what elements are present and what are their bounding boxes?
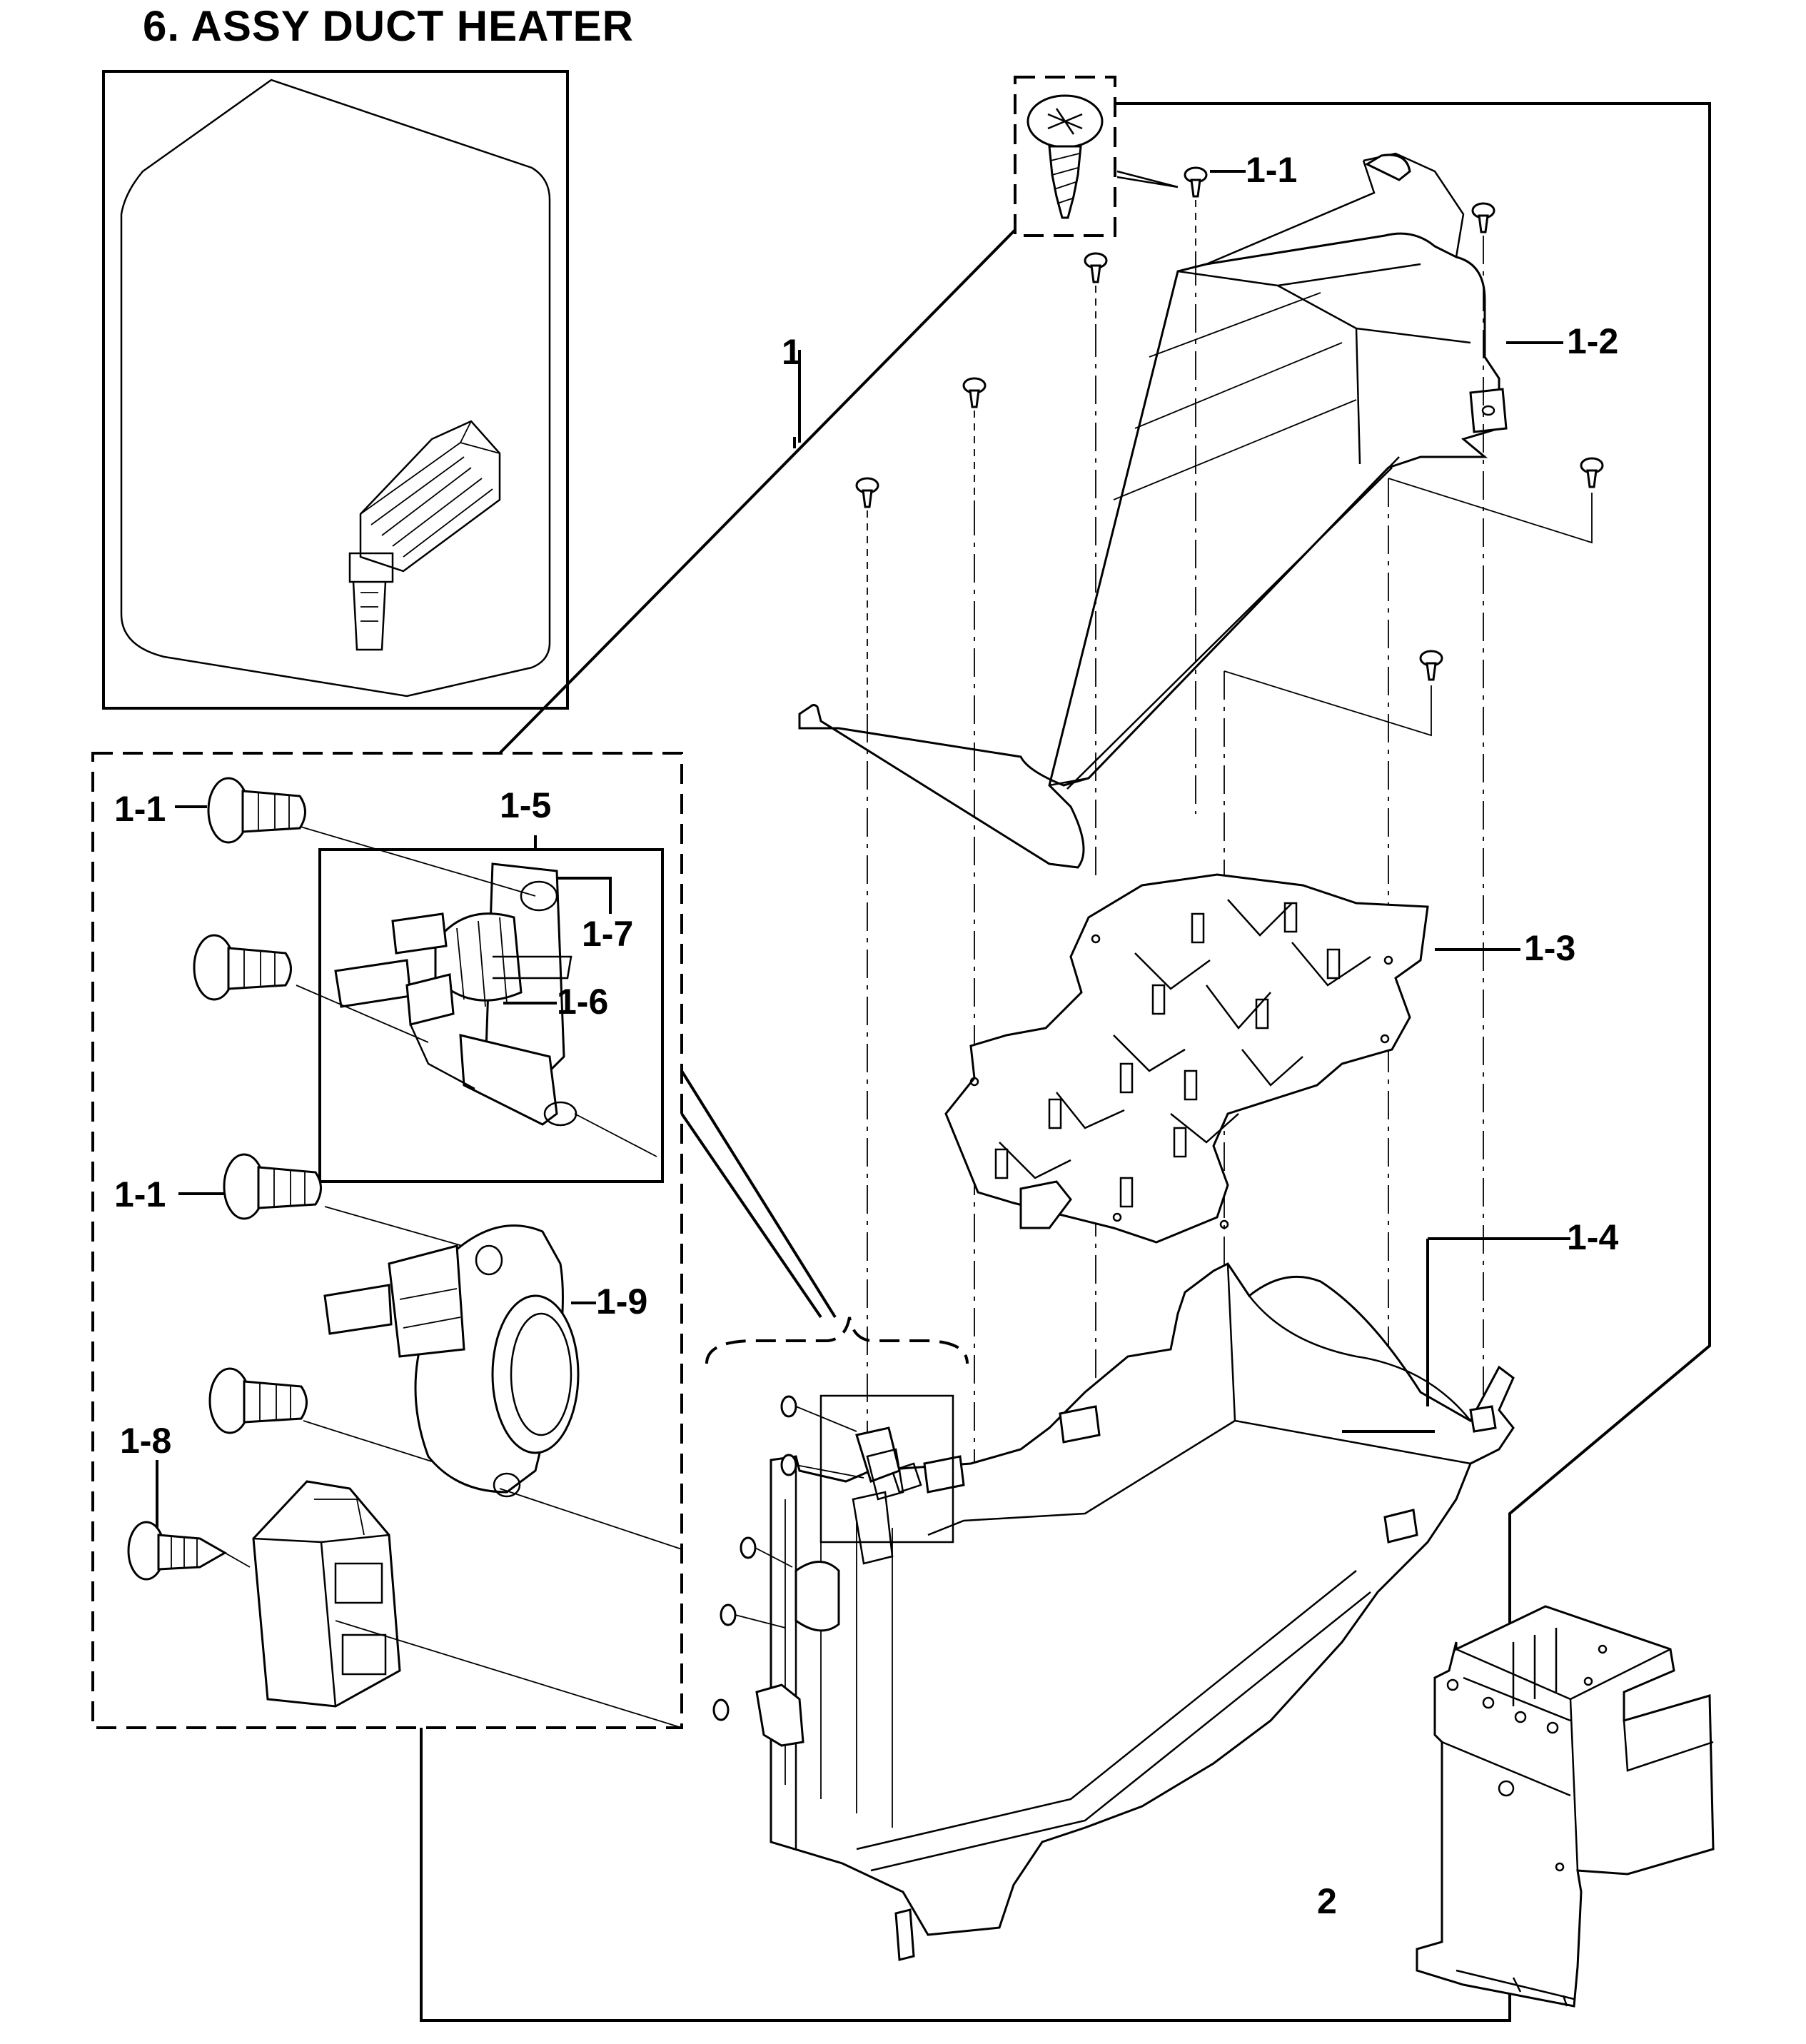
screw-top-6 [1388, 457, 1604, 544]
screw-top-2 [1084, 252, 1108, 328]
connector-1-8 [252, 1480, 682, 1728]
screw-top-4 [962, 377, 987, 507]
front-screw-e [712, 1698, 730, 1721]
assembly-1-outline [420, 102, 1711, 2022]
detail-screw-1 [207, 777, 306, 844]
callout-1: 1 [782, 332, 802, 372]
callout-1-6: 1-6 [557, 982, 608, 1022]
callout-1-1-b: 1-1 [114, 1174, 166, 1214]
callout-1-1-top: 1-1 [1246, 150, 1297, 190]
duct-housing-1-4 [770, 1262, 1515, 1961]
front-screw-d [720, 1604, 786, 1628]
cover-1-2 [798, 152, 1508, 869]
screw-top-1 [1184, 166, 1208, 257]
callout-1-2: 1-2 [1567, 321, 1618, 361]
overview-inset [102, 70, 569, 710]
front-screw-b [780, 1454, 864, 1479]
callout-1-1-a: 1-1 [114, 789, 166, 829]
overview-heater-icon [348, 420, 501, 651]
front-screw-a [780, 1395, 857, 1432]
detail-screw-1-8 [127, 1521, 251, 1581]
front-screw-c [740, 1536, 793, 1568]
leader-lines [156, 170, 1570, 1528]
screw-top-5 [855, 477, 879, 714]
callout-1-5: 1-5 [500, 785, 551, 825]
plate-terminals [994, 902, 1341, 1208]
bracket-2 [1416, 1605, 1715, 2008]
callout-1-3: 1-3 [1524, 928, 1575, 968]
screw-detail-box [1014, 76, 1179, 237]
thermostat-1-9 [323, 1224, 682, 1550]
detail-screw-4 [208, 1367, 450, 1468]
cover-screws [855, 166, 1604, 737]
callout-2: 2 [1317, 1881, 1337, 1921]
detail-screw-2 [193, 934, 292, 1001]
callout-labels: 1 2 1-1 1-2 1-3 1-4 1-5 1-6 1-7 1-8 1-9 … [114, 150, 1618, 1921]
duct-front-parts [712, 1394, 954, 1747]
heater-plate-1-3 [944, 873, 1429, 1244]
screw-top-3 [1471, 202, 1495, 233]
page-title: 6. ASSY DUCT HEATER [143, 2, 634, 50]
callout-1-4: 1-4 [1567, 1217, 1618, 1257]
detail-screw-3 [223, 1153, 475, 1250]
screw-top-7 [1224, 650, 1443, 737]
callout-1-9: 1-9 [596, 1282, 647, 1321]
callout-1-7: 1-7 [582, 914, 633, 954]
callout-1-8: 1-8 [120, 1421, 171, 1461]
thermostat-box-1-5 [256, 813, 664, 1183]
